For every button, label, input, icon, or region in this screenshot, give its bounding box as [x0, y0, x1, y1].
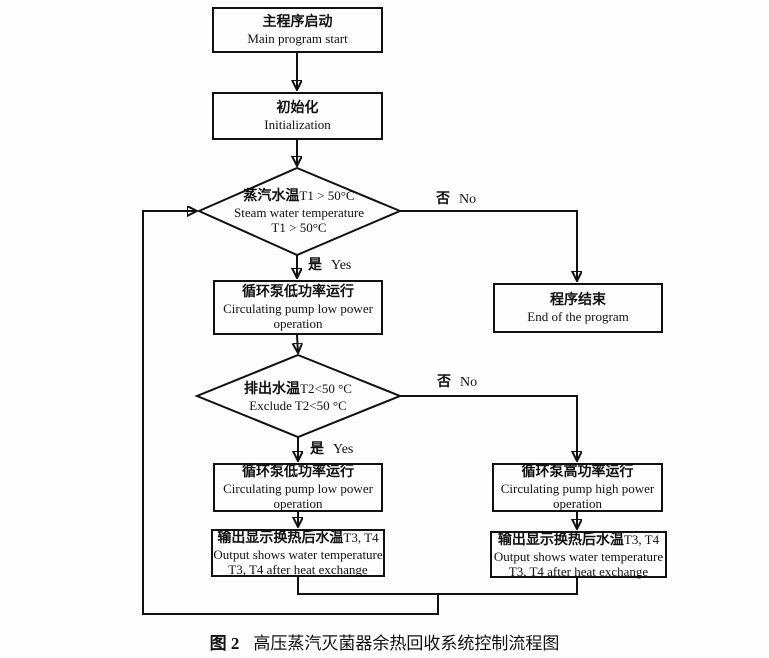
node-label-zh: 循环泵低功率运行 — [242, 285, 354, 300]
node-label-zh: 循环泵高功率运行 — [521, 465, 634, 480]
node-program-end: 程序结束 End of the program — [493, 283, 663, 333]
decision-exclude-temp-label: 排出水温T2<50 °C Exclude T2<50 °C — [198, 379, 398, 413]
node-label-en: operation — [273, 496, 323, 511]
node-pump-low-power-1: 循环泵低功率运行 Circulating pump low power oper… — [213, 280, 383, 335]
node-label-zh: 循环泵低功率运行 — [242, 465, 354, 480]
node-label-zh: 输出显示换热后水温T3, T4 — [497, 531, 660, 548]
arrow-decision1-no-to-end — [400, 210, 577, 281]
decision-exclude-temp-diamond — [194, 353, 403, 439]
node-label-en: operation — [273, 316, 323, 331]
node-main-program-start: 主程序启动 Main program start — [212, 7, 383, 53]
connector-output-merge — [297, 577, 578, 595]
node-label-en: Output shows water temperature — [213, 547, 383, 562]
node-label-en: Circulating pump high power — [500, 481, 655, 496]
node-label-en: End of the program — [527, 309, 629, 324]
node-label-en: Initialization — [264, 117, 331, 132]
decision-line-zh: 蒸汽水温T1 > 50°C — [243, 188, 355, 204]
node-label-zh: 程序结束 — [550, 293, 606, 308]
figure-caption-text: 高压蒸汽灭菌器余热回收系统控制流程图 — [253, 634, 560, 653]
node-label-en: Main program start — [247, 31, 348, 46]
decision-steam-temp-label: 蒸汽水温T1 > 50°C Steam water temperature T1… — [199, 186, 399, 236]
decision-line-en: T1 > 50°C — [271, 220, 327, 235]
decision-line-zh: 排出水温T2<50 °C — [244, 380, 352, 397]
node-label-en: operation — [552, 496, 603, 511]
node-label-en: Circulating pump low power — [223, 481, 373, 496]
node-label-en: T3, T4 after heat exchange — [228, 562, 368, 577]
arrow-loopback-to-decision1 — [142, 211, 439, 615]
node-label-en: Circulating pump low power — [223, 301, 373, 316]
decision-line-en: Exclude T2<50 °C — [249, 397, 347, 413]
node-pump-high-power: 循环泵高功率运行 Circulating pump high power ope… — [492, 463, 663, 512]
node-label-zh: 主程序启动 — [262, 15, 333, 30]
arrow-pumplow1-to-decision2 — [297, 334, 298, 353]
figure-caption-number: 图 2 — [209, 634, 240, 653]
node-label-en: Output shows water temperature — [493, 548, 664, 564]
node-initialization: 初始化 Initialization — [212, 92, 383, 140]
node-label-zh: 输出显示换热后水温T3, T4 — [217, 530, 379, 546]
node-label-zh: 初始化 — [276, 101, 319, 116]
arrow-decision2-no-to-pumphigh — [400, 395, 577, 461]
node-output-temps-right: 输出显示换热后水温T3, T4 Output shows water tempe… — [490, 531, 667, 579]
figure-caption: 图 2 高压蒸汽灭菌器余热回收系统控制流程图 — [0, 629, 769, 654]
node-output-temps-left: 输出显示换热后水温T3, T4 Output shows water tempe… — [211, 529, 385, 577]
decision-steam-temp-diamond — [196, 166, 403, 257]
node-pump-low-power-2: 循环泵低功率运行 Circulating pump low power oper… — [213, 463, 383, 512]
node-label-en: T3, T4 after heat exchange — [508, 563, 649, 579]
decision-line-en: Steam water temperature — [234, 205, 364, 220]
